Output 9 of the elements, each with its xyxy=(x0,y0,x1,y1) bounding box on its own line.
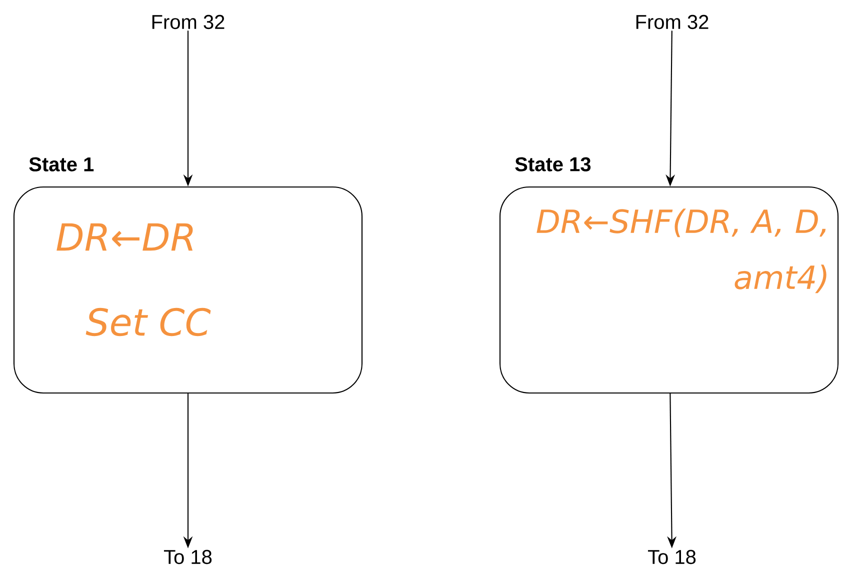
flow-label: From 32 xyxy=(636,14,708,30)
handwritten-note: DR←SHF(DR, A, D, amt4) xyxy=(536,208,826,294)
handwritten-note: Set CC xyxy=(86,308,211,336)
state-heading: State 1 xyxy=(29,157,94,172)
handwritten-note: DR←DR xyxy=(56,223,193,251)
flow-label: To 18 xyxy=(164,550,212,564)
flow-label: To 18 xyxy=(648,550,696,564)
flow-label: From 32 xyxy=(152,14,224,30)
state-heading: State 13 xyxy=(515,157,591,172)
